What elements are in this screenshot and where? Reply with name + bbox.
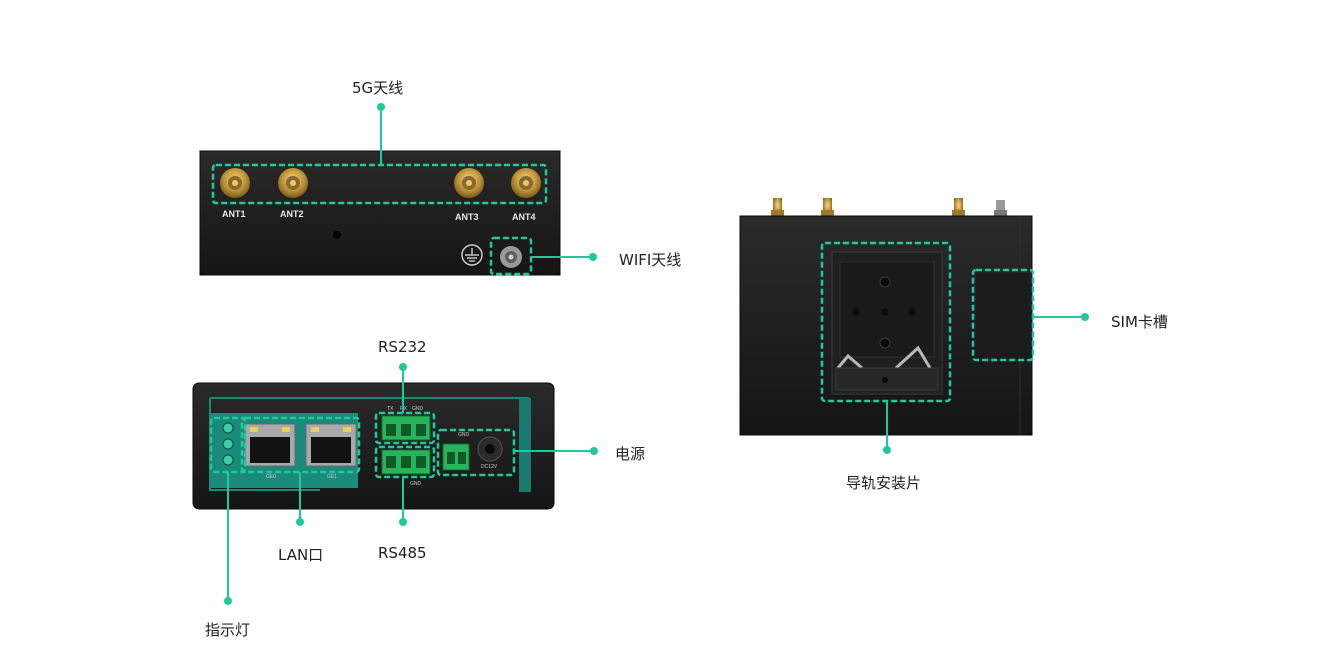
label-wifi-antenna: WIFI天线	[619, 251, 682, 269]
label-indicator-light: 指示灯	[205, 621, 251, 639]
label-lan-port: LAN口	[278, 546, 324, 564]
callout-5g-antenna	[377, 103, 385, 165]
rs485-gnd-label: GND	[410, 481, 422, 487]
callout-lan	[296, 472, 304, 526]
label-din-rail-clip: 导轨安装片	[846, 474, 922, 492]
power-gnd-label: GND	[458, 432, 470, 438]
reset-hole	[333, 231, 341, 239]
rs485-terminal	[381, 449, 431, 475]
sim-slot-area	[976, 273, 1030, 357]
indicator-leds	[222, 422, 234, 466]
dc12v-label: DC12V	[481, 464, 498, 470]
rs485-highlight	[374, 445, 436, 479]
label-power: 电源	[615, 445, 646, 463]
sim-slot-highlight	[971, 268, 1035, 362]
ant3-label: ANT3	[455, 212, 479, 222]
wifi-antenna-highlight	[489, 236, 533, 276]
rs232-highlight	[374, 411, 436, 445]
callout-rs485	[399, 477, 407, 526]
antenna-connector-ant1	[220, 168, 250, 198]
antenna-connector-ant3	[454, 168, 484, 198]
din-rail-clip	[831, 251, 943, 395]
callout-din-rail	[883, 401, 891, 454]
power-highlight	[436, 428, 516, 477]
antenna-connector-ant4	[511, 168, 541, 198]
ant4-label: ANT4	[512, 212, 536, 222]
label-5g-antenna: 5G天线	[352, 79, 404, 97]
lan-port-ge1	[305, 423, 357, 467]
rear-panel: GE0 GE1 TX RX GND GND GND	[192, 382, 555, 510]
ground-icon	[461, 244, 483, 266]
ge0-label: GE0	[266, 474, 276, 480]
ant2-label: ANT2	[280, 209, 304, 219]
label-rs485: RS485	[378, 544, 427, 562]
lan-highlight	[240, 416, 361, 474]
dc-power-jack	[477, 436, 503, 462]
front-panel: ANT1 ANT2 ANT3 ANT4	[199, 150, 561, 276]
callout-indicator	[224, 472, 232, 605]
rs232-terminal	[381, 415, 431, 441]
lan-port-ge0	[244, 423, 296, 467]
ge1-label: GE1	[327, 474, 337, 480]
wifi-antenna-connector	[500, 246, 522, 268]
ant1-label: ANT1	[222, 209, 246, 219]
label-rs232: RS232	[378, 338, 427, 356]
callout-rs232	[399, 363, 407, 413]
label-sim-slot: SIM卡槽	[1111, 313, 1168, 331]
power-terminal	[442, 443, 470, 471]
antenna-connector-ant2	[278, 168, 308, 198]
callout-wifi-antenna	[531, 253, 597, 261]
tx-label: TX	[387, 406, 394, 412]
rs232-gnd-label: GND	[412, 406, 424, 412]
callout-power	[514, 447, 598, 455]
back-view	[739, 198, 1035, 436]
antenna-5g-highlight	[211, 163, 548, 205]
callout-sim-slot	[1033, 313, 1089, 321]
